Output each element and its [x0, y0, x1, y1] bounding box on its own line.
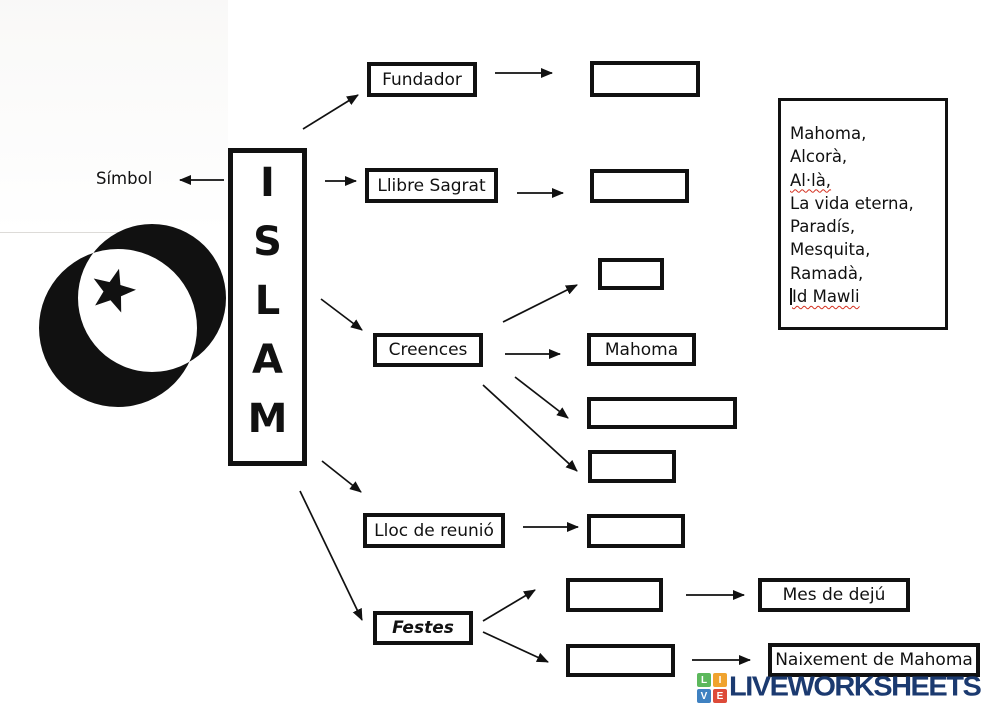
answer-box-creences-4[interactable] [588, 450, 676, 483]
word-bank-item: Al·là, [790, 170, 832, 190]
node-lloc-de-reunio-label: Lloc de reunió [374, 520, 494, 541]
word-bank: Mahoma, Alcorà, Al·là, La vida eterna, P… [778, 98, 948, 330]
node-creences: Creences [373, 333, 483, 367]
answer-box-fundador[interactable] [590, 61, 700, 97]
answer-box-festes-1[interactable] [566, 578, 663, 612]
crescent-star-icon [39, 224, 226, 407]
arrow-islam-to-fundador [302, 94, 359, 130]
answer-text-mahoma: Mahoma [604, 339, 679, 360]
word-bank-item: Mesquita, [790, 240, 871, 260]
answer-text-naixement: Naixement de Mahoma [775, 650, 973, 670]
answer-text-mes-de-deju: Mes de dejú [782, 585, 886, 605]
arrow-festes-to-box1 [482, 589, 536, 622]
answer-box-creences-1[interactable] [598, 258, 664, 290]
root-node-islam: ISLAM [228, 148, 307, 466]
node-llibre-sagrat-label: Llibre Sagrat [377, 175, 486, 196]
word-bank-item: Mahoma, [790, 124, 867, 143]
text-cursor [790, 288, 792, 306]
star-icon [93, 268, 136, 313]
arrow-festes-to-box2 [482, 631, 549, 663]
word-bank-item: Paradís, [790, 217, 856, 237]
liveworksheets-wordmark: LIVEWORKSHEETS [729, 671, 982, 703]
liveworksheets-logo[interactable]: L I V E LIVEWORKSHEETS [697, 671, 982, 703]
word-bank-item: Alcorà, [790, 147, 848, 167]
node-festes-label: Festes [392, 618, 454, 638]
arrow-creences-to-box3 [514, 376, 569, 419]
answer-box-naixement[interactable]: Naixement de Mahoma [768, 643, 980, 677]
arrow-creences-to-box1 [502, 284, 578, 323]
symbol-label: Símbol [96, 169, 153, 188]
liveworksheets-logo-icon: L I V E [697, 673, 727, 703]
answer-box-creences-3[interactable] [587, 397, 737, 429]
answer-box-lloc[interactable] [587, 514, 685, 548]
word-bank-item: Id Mawli [790, 287, 860, 307]
node-festes: Festes [373, 611, 473, 645]
answer-box-festes-2[interactable] [566, 644, 675, 677]
node-fundador: Fundador [367, 62, 477, 97]
word-bank-item: Ramadà, [790, 263, 864, 283]
arrow-islam-to-lloc [321, 460, 362, 493]
scanned-image-tint [0, 0, 228, 233]
node-creences-label: Creences [388, 340, 468, 360]
scanned-image-edge [0, 232, 148, 233]
node-fundador-label: Fundador [382, 69, 462, 90]
answer-box-creences-mahoma[interactable]: Mahoma [587, 333, 696, 366]
node-lloc-de-reunio: Lloc de reunió [363, 513, 505, 548]
node-llibre-sagrat: Llibre Sagrat [365, 168, 498, 203]
arrow-islam-to-creences [320, 298, 363, 331]
arrow-islam-to-festes [299, 490, 363, 621]
arrow-creences-to-box4 [482, 384, 578, 472]
root-node-label: ISLAM [244, 159, 291, 455]
answer-box-mes-de-deju[interactable]: Mes de dejú [758, 578, 910, 612]
word-bank-item: La vida eterna, [790, 193, 914, 213]
answer-box-llibre[interactable] [590, 169, 689, 203]
